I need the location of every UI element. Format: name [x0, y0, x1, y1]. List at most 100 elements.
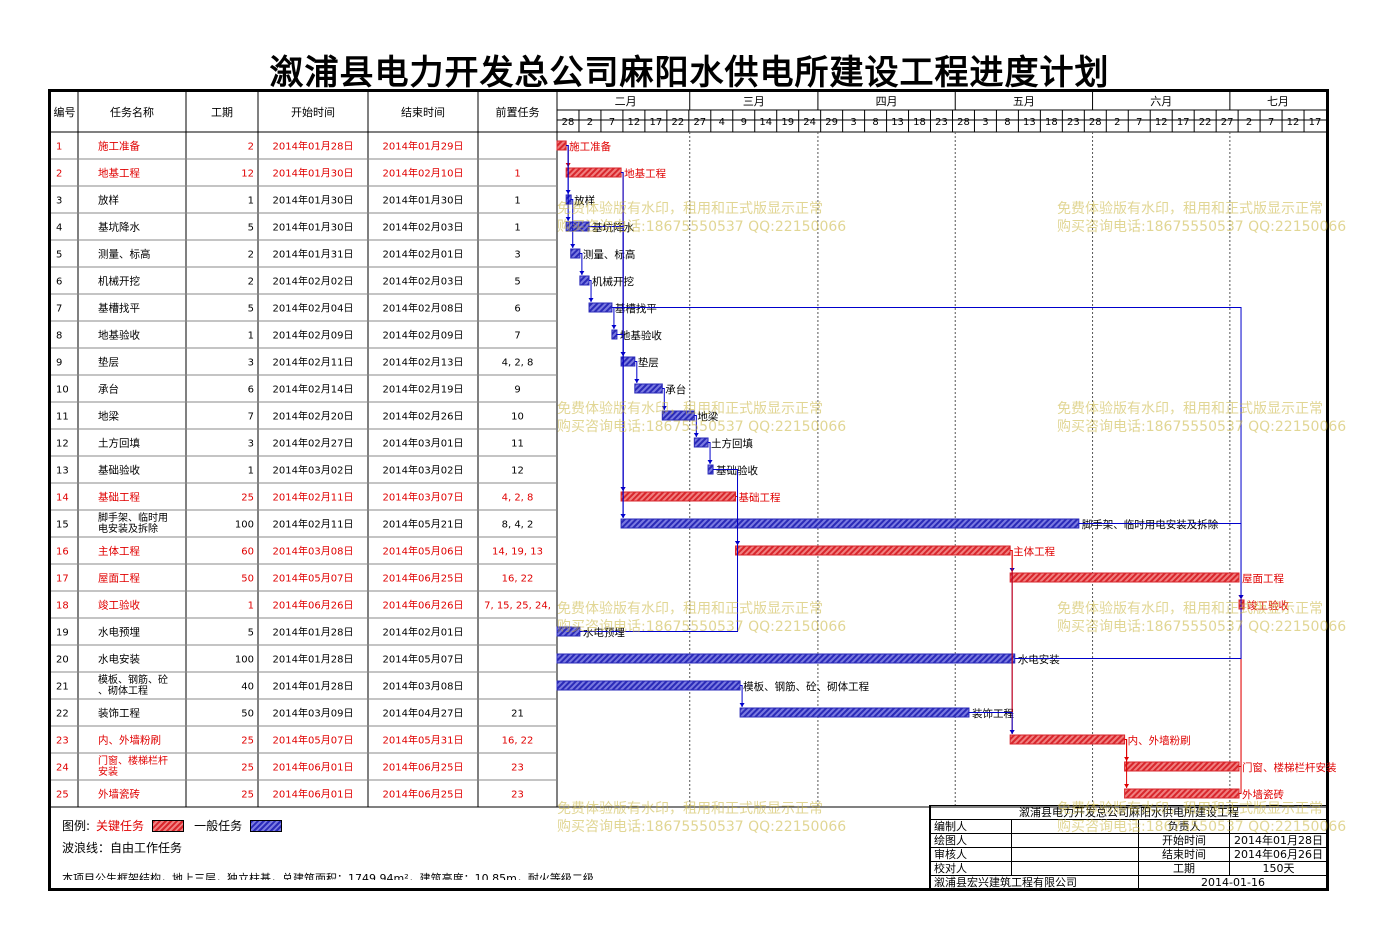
- task-end: 2014年05月07日: [383, 653, 464, 666]
- task-predecessors: 21: [511, 709, 524, 720]
- task-id: 2: [56, 169, 62, 180]
- gantt-bar: [620, 356, 636, 367]
- task-id: 8: [56, 331, 62, 342]
- dependency-link: [968, 572, 1013, 713]
- bar-label: 基坑降水: [592, 221, 634, 234]
- task-name: 安装: [98, 765, 118, 778]
- task-id: 9: [56, 358, 62, 369]
- task-duration: 100: [235, 655, 254, 666]
- gantt-bar: [739, 707, 970, 718]
- task-name: 、砌体工程: [98, 685, 148, 697]
- task-duration: 1: [248, 601, 254, 612]
- bar-label: 基槽找平: [615, 302, 657, 315]
- task-name: 内、外墙粉刷: [98, 734, 161, 747]
- task-predecessors: 1: [514, 169, 520, 180]
- task-duration: 5: [248, 304, 254, 315]
- bar-label: 施工准备: [569, 140, 611, 153]
- task-start: 2014年01月28日: [273, 680, 354, 693]
- gantt-bar: [1009, 572, 1240, 583]
- task-id: 16: [56, 547, 69, 558]
- task-predecessors: 4, 2, 8: [502, 493, 534, 504]
- tick-label: 2: [587, 117, 593, 128]
- task-name: 测量、标高: [98, 248, 151, 261]
- gantt-bar: [556, 680, 741, 691]
- task-id: 19: [56, 628, 69, 639]
- task-predecessors: 10: [511, 412, 524, 423]
- task-predecessors: 23: [511, 763, 524, 774]
- task-name: 基础验收: [98, 464, 140, 477]
- task-id: 22: [56, 709, 69, 720]
- dependency-arrow: [565, 217, 571, 221]
- task-duration: 5: [248, 223, 254, 234]
- column-header: 前置任务: [496, 105, 540, 119]
- task-end: 2014年03月08日: [383, 680, 464, 693]
- task-name: 模板、钢筋、砼: [98, 673, 168, 686]
- signoff-title: 溆浦县电力开发总公司麻阳水供电所建设工程: [930, 805, 1328, 820]
- signoff-key: 负责人: [1138, 819, 1230, 834]
- month-label: 三月: [743, 95, 765, 108]
- task-start: 2014年01月30日: [273, 167, 354, 180]
- task-name: 脚手架、临时用: [98, 511, 168, 524]
- task-end: 2014年02月10日: [383, 167, 464, 180]
- bar-label: 外墙瓷砖: [1242, 788, 1284, 801]
- tick-label: 28: [562, 117, 575, 128]
- tick-label: 22: [1199, 117, 1212, 128]
- gantt-bar: [579, 275, 590, 286]
- dependency-arrow: [693, 433, 699, 437]
- signoff-key: 审核人: [930, 847, 1012, 862]
- task-id: 3: [56, 196, 62, 207]
- bar-label: 竣工验收: [1247, 599, 1289, 612]
- tick-label: 8: [872, 117, 878, 128]
- task-id: 20: [56, 655, 69, 666]
- tick-label: 9: [741, 117, 747, 128]
- task-name: 主体工程: [98, 546, 140, 558]
- bar-label: 内、外墙粉刷: [1128, 734, 1191, 747]
- bar-label: 承台: [665, 383, 686, 396]
- gantt-bar: [693, 437, 709, 448]
- task-duration: 25: [241, 763, 254, 774]
- month-label: 四月: [876, 95, 898, 108]
- bar-label: 脚手架、临时用电安装及拆除: [1082, 518, 1219, 531]
- task-duration: 6: [248, 385, 254, 396]
- task-id: 25: [56, 790, 69, 801]
- dependency-arrow: [739, 703, 745, 707]
- tick-label: 19: [781, 117, 794, 128]
- task-id: 7: [56, 304, 62, 315]
- tick-label: 28: [957, 117, 970, 128]
- tick-label: 28: [1089, 117, 1102, 128]
- signoff-table: 溆浦县电力开发总公司麻阳水供电所建设工程 编制人 负责人 绘图人 开始时间 20…: [929, 805, 1328, 890]
- bar-label: 土方回填: [711, 437, 753, 450]
- dependency-link: [1010, 550, 1013, 734]
- task-name: 基础工程: [98, 491, 140, 504]
- task-duration: 7: [248, 412, 254, 423]
- column-header: 结束时间: [401, 106, 445, 119]
- gantt-bar: [556, 626, 581, 637]
- task-duration: 25: [241, 790, 254, 801]
- bar-label: 垫层: [638, 356, 659, 369]
- task-end: 2014年02月03日: [383, 221, 464, 234]
- legend-normal-label: 一般任务: [194, 819, 243, 833]
- legend-normal-swatch: [250, 819, 283, 832]
- task-predecessors: 1: [514, 196, 520, 207]
- task-id: 6: [56, 277, 62, 288]
- signoff-value: 150天: [1229, 861, 1328, 876]
- tick-label: 23: [935, 117, 948, 128]
- task-end: 2014年02月03日: [383, 275, 464, 288]
- task-duration: 40: [241, 682, 254, 693]
- gantt-bar: [565, 167, 622, 178]
- dependency-link: [566, 145, 569, 221]
- signoff-value: [1229, 819, 1328, 834]
- task-end: 2014年01月29日: [383, 140, 464, 153]
- task-start: 2014年02月14日: [273, 383, 354, 396]
- dependency-link: [662, 388, 665, 410]
- bar-label: 屋面工程: [1242, 573, 1284, 585]
- legend-critical-label: 关键任务: [96, 819, 145, 833]
- bar-label: 机械开挖: [592, 275, 634, 288]
- task-duration: 3: [248, 358, 254, 369]
- tick-label: 12: [1155, 117, 1168, 128]
- bar-label: 地基验收: [620, 329, 662, 342]
- task-name: 屋面工程: [98, 573, 140, 585]
- dependency-link: [1014, 599, 1242, 659]
- task-name: 装饰工程: [98, 707, 140, 720]
- task-end: 2014年06月25日: [383, 761, 464, 774]
